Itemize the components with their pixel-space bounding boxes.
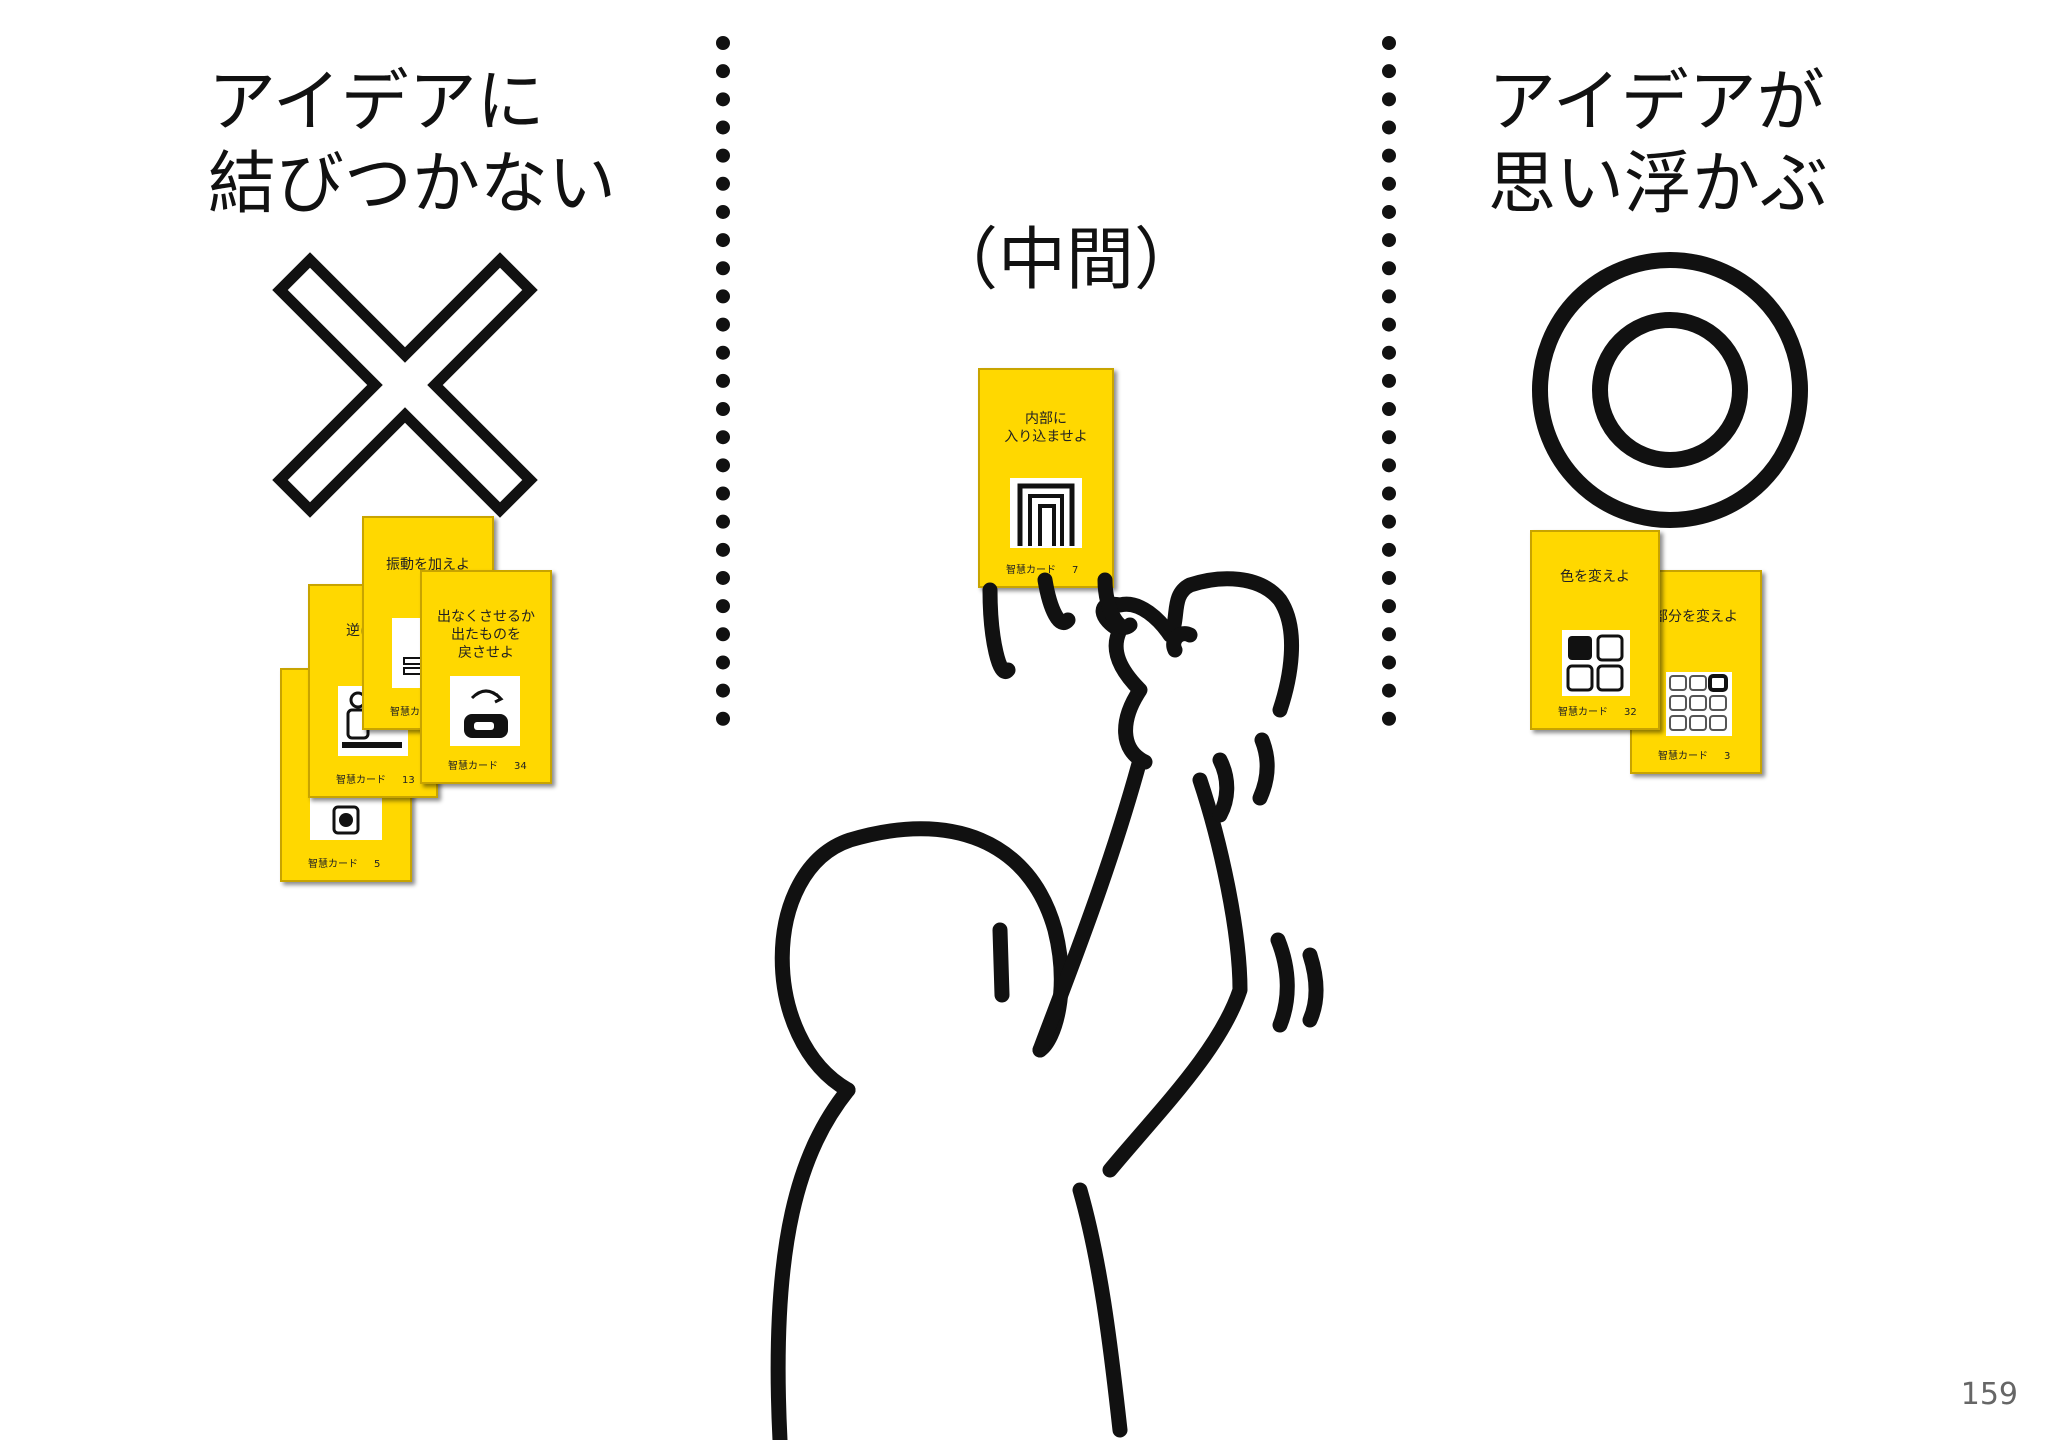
card-footer: 智慧カード 5 [308, 855, 380, 870]
right-heading-line2: 思い浮かぶ [1488, 145, 1829, 224]
finger-2 [1037, 572, 1076, 630]
card-label: 智慧カード [448, 761, 498, 772]
arm-front [1102, 772, 1248, 1178]
card-label: 智慧カード [1658, 751, 1708, 762]
grid-icon [1669, 674, 1728, 731]
card-footer: 智慧カード 34 [448, 757, 527, 772]
card-footer: 智慧カード [390, 703, 456, 718]
card-label: 智慧カード [336, 775, 386, 786]
body-front [1072, 1182, 1128, 1438]
wisdom-card-right-front: 色を変えよ 智慧カード 32 [1530, 530, 1660, 730]
card-number: 34 [514, 761, 527, 772]
card-title: 出なくさせるか 出たものを 戻させよ [437, 609, 535, 661]
left-heading-line2: 結びつかない [208, 145, 617, 224]
wisdom-card-left-front: 出なくさせるか 出たものを 戻させよ 智慧カード 34 [420, 570, 552, 784]
card-illustration [310, 795, 382, 840]
motion-line-4 [1302, 947, 1324, 1028]
return-icon [464, 689, 508, 738]
person-illustration [770, 571, 1324, 1440]
fan-icon [332, 805, 360, 835]
left-divider [716, 36, 744, 726]
page-number: 159 [1960, 1377, 2018, 1412]
card-illustration [1666, 672, 1732, 736]
card-illustration [1562, 630, 1630, 696]
head-outline [774, 821, 1069, 1098]
card-label: 智慧カード [308, 859, 358, 870]
color-tiles-icon [1566, 634, 1624, 692]
eye [992, 922, 1010, 1003]
card-number: 3 [1724, 751, 1731, 762]
card-footer: 智慧カード 13 [336, 771, 415, 786]
hand [1095, 571, 1299, 770]
middle-heading: （中間） [930, 221, 1203, 300]
card-illustration [1010, 478, 1082, 548]
card-title: 部分を変えよ [1654, 609, 1738, 625]
right-heading: アイデアが 思い浮かぶ [1488, 62, 1828, 226]
finger-1 [982, 582, 1016, 680]
nested-box-icon [1017, 483, 1075, 546]
right-heading-line1: アイデアが [1488, 63, 1825, 142]
card-footer: 智慧カード 7 [1006, 561, 1078, 576]
card-number: 7 [1072, 565, 1079, 576]
arm-back [1032, 752, 1148, 1058]
cross-mark [272, 252, 538, 518]
left-heading: アイデアに 結びつかない [208, 62, 616, 226]
finger-3 [1097, 572, 1138, 635]
card-footer: 智慧カード 32 [1558, 703, 1637, 718]
card-illustration [450, 676, 520, 746]
motion-line-2 [1252, 732, 1275, 806]
body-back [770, 1082, 856, 1440]
motion-line-3 [1270, 932, 1295, 1033]
wisdom-card-middle: 内部に 入り込ませよ 智慧カード 7 [978, 368, 1114, 588]
right-divider [1382, 36, 1410, 726]
card-label: 智慧カード [1006, 565, 1056, 576]
double-circle-mark [1532, 252, 1808, 528]
motion-line-1 [1212, 752, 1235, 823]
card-label: 智慧カード [390, 707, 440, 718]
card-number: 5 [374, 859, 381, 870]
card-number: 13 [402, 775, 415, 786]
left-heading-line1: アイデアに [208, 63, 545, 142]
card-number: 32 [1624, 707, 1637, 718]
card-title: 内部に 入り込ませよ [1004, 411, 1088, 445]
card-title: 振動を加えよ [386, 557, 470, 573]
card-footer: 智慧カード 3 [1658, 747, 1730, 762]
card-title: 色を変えよ [1560, 569, 1630, 585]
card-label: 智慧カード [1558, 707, 1608, 718]
